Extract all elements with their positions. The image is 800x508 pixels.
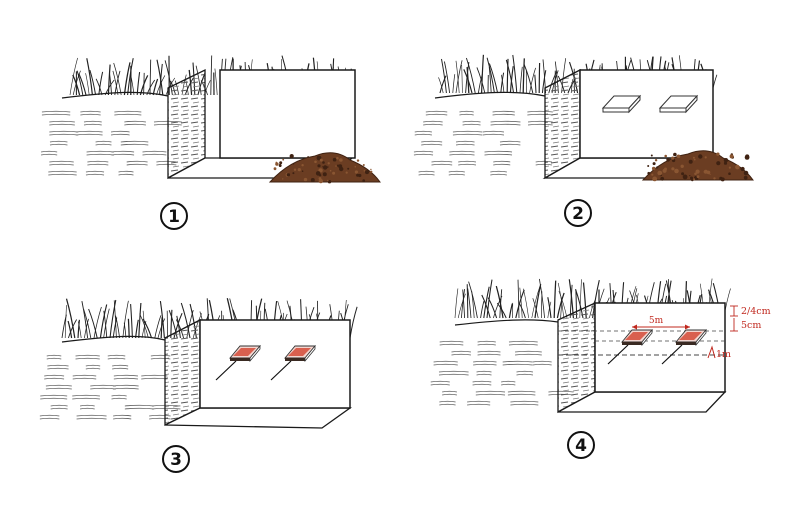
pit-back-wall [199,319,351,409]
svg-text:3: 3 [170,450,182,470]
step-number-badge: 1 [160,202,188,230]
pit-back-wall [219,69,356,159]
step-number-badge: 3 [162,445,190,473]
ground-line [454,319,559,326]
panel-step-1: 1 [40,55,381,230]
depth-line-label: 1m [716,349,731,360]
soil-pile [268,152,381,184]
spacing-label: 5m [649,316,664,326]
spacing-dimension: 5m [632,316,690,330]
sensor-installed [607,328,653,365]
depth-mid-label: 5cm [741,320,761,331]
svg-text:1: 1 [168,207,180,227]
ground-dashes [40,110,182,176]
sensor-installed [270,344,316,381]
sensor-installed [661,328,707,365]
ground-dashes [39,354,181,420]
ground-line [434,91,546,99]
depth-dimension: 2/4cm 5cm [730,305,771,332]
ground-dashes [413,110,553,176]
sensor-outline [658,94,699,114]
svg-text:4: 4 [575,436,587,456]
step-number-badge: 2 [564,199,592,227]
pit-side-wall [164,318,201,427]
soil-pile [641,150,754,182]
panel-step-3: 3 [39,298,358,473]
ground-dashes [430,340,574,406]
pit-floor [164,407,353,429]
depth-top-label: 2/4cm [741,306,771,317]
svg-text:2: 2 [572,204,584,224]
pit-back-wall [579,69,714,159]
step-number-badge: 4 [567,431,595,459]
sensor-installed [215,344,261,381]
panel-step-2: 2 [413,54,754,227]
depth-line-dimension: 1m [707,345,731,360]
ground-line [61,91,169,99]
sensor-outline [601,94,642,114]
pit-back-wall [594,302,726,393]
panel-step-4: 5m 2/4cm 5cm 1m 4 [430,278,771,459]
ground-line [61,335,166,343]
